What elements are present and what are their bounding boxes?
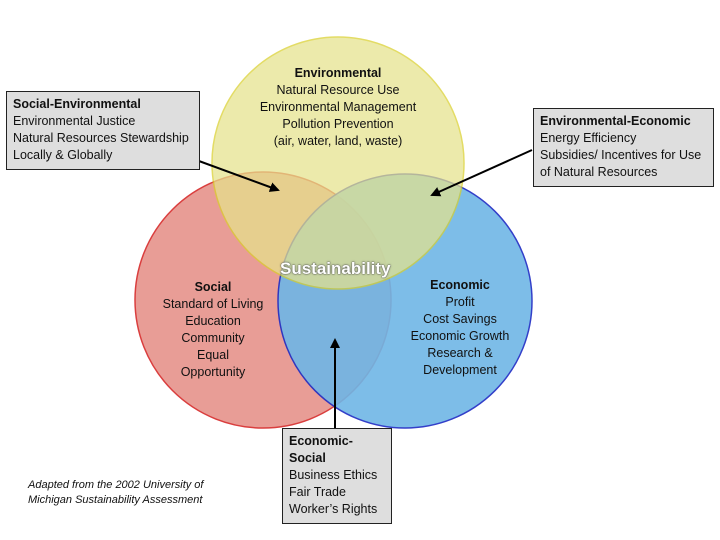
callout-line: Natural Resources Stewardship xyxy=(13,131,189,145)
callout-title: Economic-Social xyxy=(289,434,353,465)
environmental-line: Pollution Prevention xyxy=(282,117,394,131)
economic-text: Economic Profit Cost Savings Economic Gr… xyxy=(395,277,525,379)
credit-line: Michigan Sustainability Assessment xyxy=(28,494,203,506)
environmental-line: Natural Resource Use xyxy=(276,83,400,97)
credit-line: Adapted from the 2002 University of xyxy=(28,479,204,491)
callout-economic-social: Economic-Social Business Ethics Fair Tra… xyxy=(282,428,392,524)
social-line: Community xyxy=(181,331,245,345)
callout-social-environmental: Social-Environmental Environmental Justi… xyxy=(6,91,200,170)
credit-note: Adapted from the 2002 University of Mich… xyxy=(28,478,203,508)
social-line: Opportunity xyxy=(180,365,246,379)
callout-line: Locally & Globally xyxy=(13,148,113,162)
callout-environmental-economic: Environmental-Economic Energy Efficiency… xyxy=(533,108,714,187)
sustainability-label: Sustainability xyxy=(280,259,391,278)
environmental-line: Environmental Management xyxy=(259,100,417,114)
callout-line: Fair Trade xyxy=(289,485,346,499)
economic-title: Economic xyxy=(430,278,490,292)
environmental-line: (air, water, land, waste) xyxy=(273,134,403,148)
environmental-title: Environmental xyxy=(294,66,382,80)
social-text: Social Standard of Living Education Comm… xyxy=(143,279,283,381)
economic-line: Research & xyxy=(427,346,493,360)
social-line: Standard of Living xyxy=(162,297,264,311)
callout-line: Environmental Justice xyxy=(13,114,136,128)
arrow-environmental-economic xyxy=(430,149,533,197)
environmental-circle xyxy=(211,36,465,290)
environmental-text: Environmental Natural Resource Use Envir… xyxy=(238,65,438,150)
economic-line: Development xyxy=(423,363,497,377)
economic-line: Profit xyxy=(445,295,475,309)
social-title: Social xyxy=(194,280,232,294)
arrow-social-environmental xyxy=(187,156,280,192)
callout-title: Social-Environmental xyxy=(13,97,141,111)
callout-line: Worker’s Rights xyxy=(289,502,378,516)
social-line: Equal xyxy=(197,348,229,362)
economic-line: Economic Growth xyxy=(410,329,510,343)
callout-title: Environmental-Economic xyxy=(540,114,691,128)
callout-line: of Natural Resources xyxy=(540,165,658,179)
economic-line: Cost Savings xyxy=(423,312,497,326)
callout-line: Subsidies/ Incentives for Use xyxy=(540,148,702,162)
social-line: Education xyxy=(185,314,241,328)
callout-line: Business Ethics xyxy=(289,468,378,482)
callout-line: Energy Efficiency xyxy=(540,131,637,145)
